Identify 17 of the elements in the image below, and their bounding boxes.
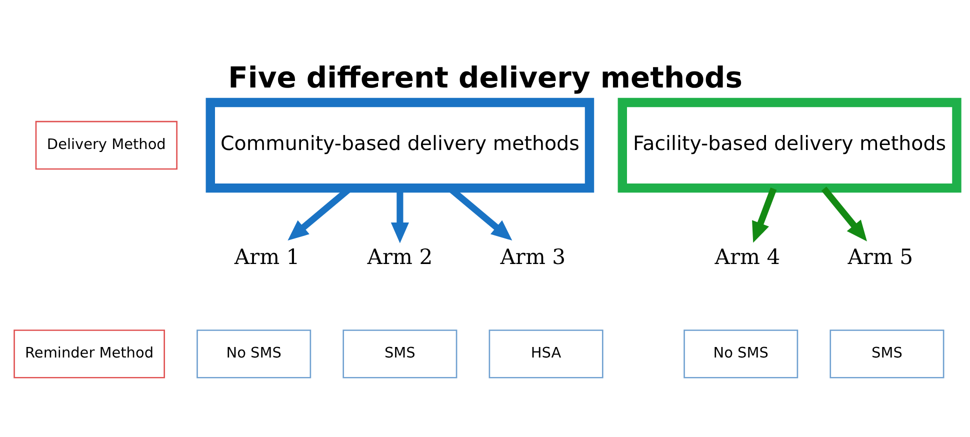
node-box: Community-based delivery methods [205,97,594,192]
node-box: No SMS [683,329,798,378]
node-box: No SMS [196,329,311,378]
diagram-title: Five different delivery methods [228,60,742,94]
node-text: Arm 5 [847,244,913,269]
node-text: Arm 3 [500,244,566,269]
node-text: Arm 4 [714,244,780,269]
node-box: SMS [342,329,457,378]
node-box: SMS [829,329,944,378]
arrow [820,186,866,241]
node-text: Arm 1 [234,244,300,269]
node-text: Arm 2 [366,244,432,269]
arrow [752,187,776,242]
node-box: HSA [488,329,603,378]
node-box: Delivery Method [34,120,177,170]
node-box: Reminder Method [13,329,164,378]
node-box: Facility-based delivery methods [617,97,961,192]
